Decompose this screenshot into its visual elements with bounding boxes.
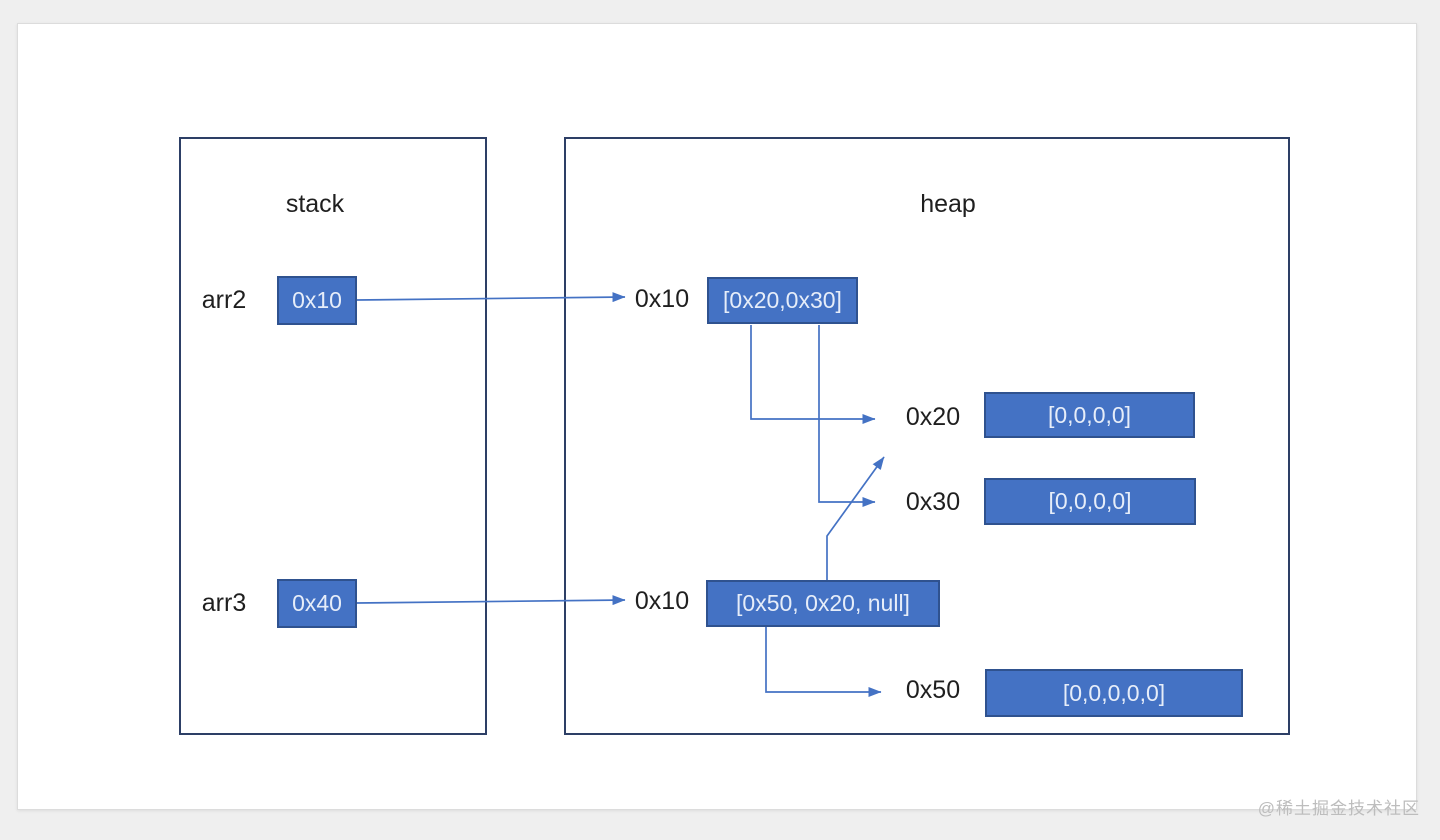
stack-var-arr3-value-box: 0x40 <box>277 579 357 628</box>
heap-array-0x10b-box: [0x50, 0x20, null] <box>706 580 940 627</box>
stack-var-arr2-label: arr2 <box>201 286 247 314</box>
heap-addr-0x50-label: 0x50 <box>905 676 961 704</box>
stack-var-arr2-value-box: 0x10 <box>277 276 357 325</box>
heap-array-0x10-box: [0x20,0x30] <box>707 277 858 324</box>
heap-array-0x30-box: [0,0,0,0] <box>984 478 1196 525</box>
watermark: @稀土掘金技术社区 <box>1257 799 1420 818</box>
heap-array-0x20-box: [0,0,0,0] <box>984 392 1195 438</box>
heap-addr-0x30-label: 0x30 <box>905 488 961 516</box>
stack-title: stack <box>285 190 345 218</box>
stack-panel <box>179 137 487 735</box>
heap-addr-0x20-label: 0x20 <box>905 403 961 431</box>
stack-var-arr3-label: arr3 <box>201 589 247 617</box>
heap-addr-0x10-label: 0x10 <box>634 285 690 313</box>
heap-addr-0x10b-label: 0x10 <box>634 587 690 615</box>
heap-panel <box>564 137 1290 735</box>
diagram-canvas: stack heap arr2 0x10 arr3 0x40 0x10 [0x2… <box>17 23 1417 810</box>
heap-array-0x50-box: [0,0,0,0,0] <box>985 669 1243 717</box>
heap-title: heap <box>920 190 976 218</box>
